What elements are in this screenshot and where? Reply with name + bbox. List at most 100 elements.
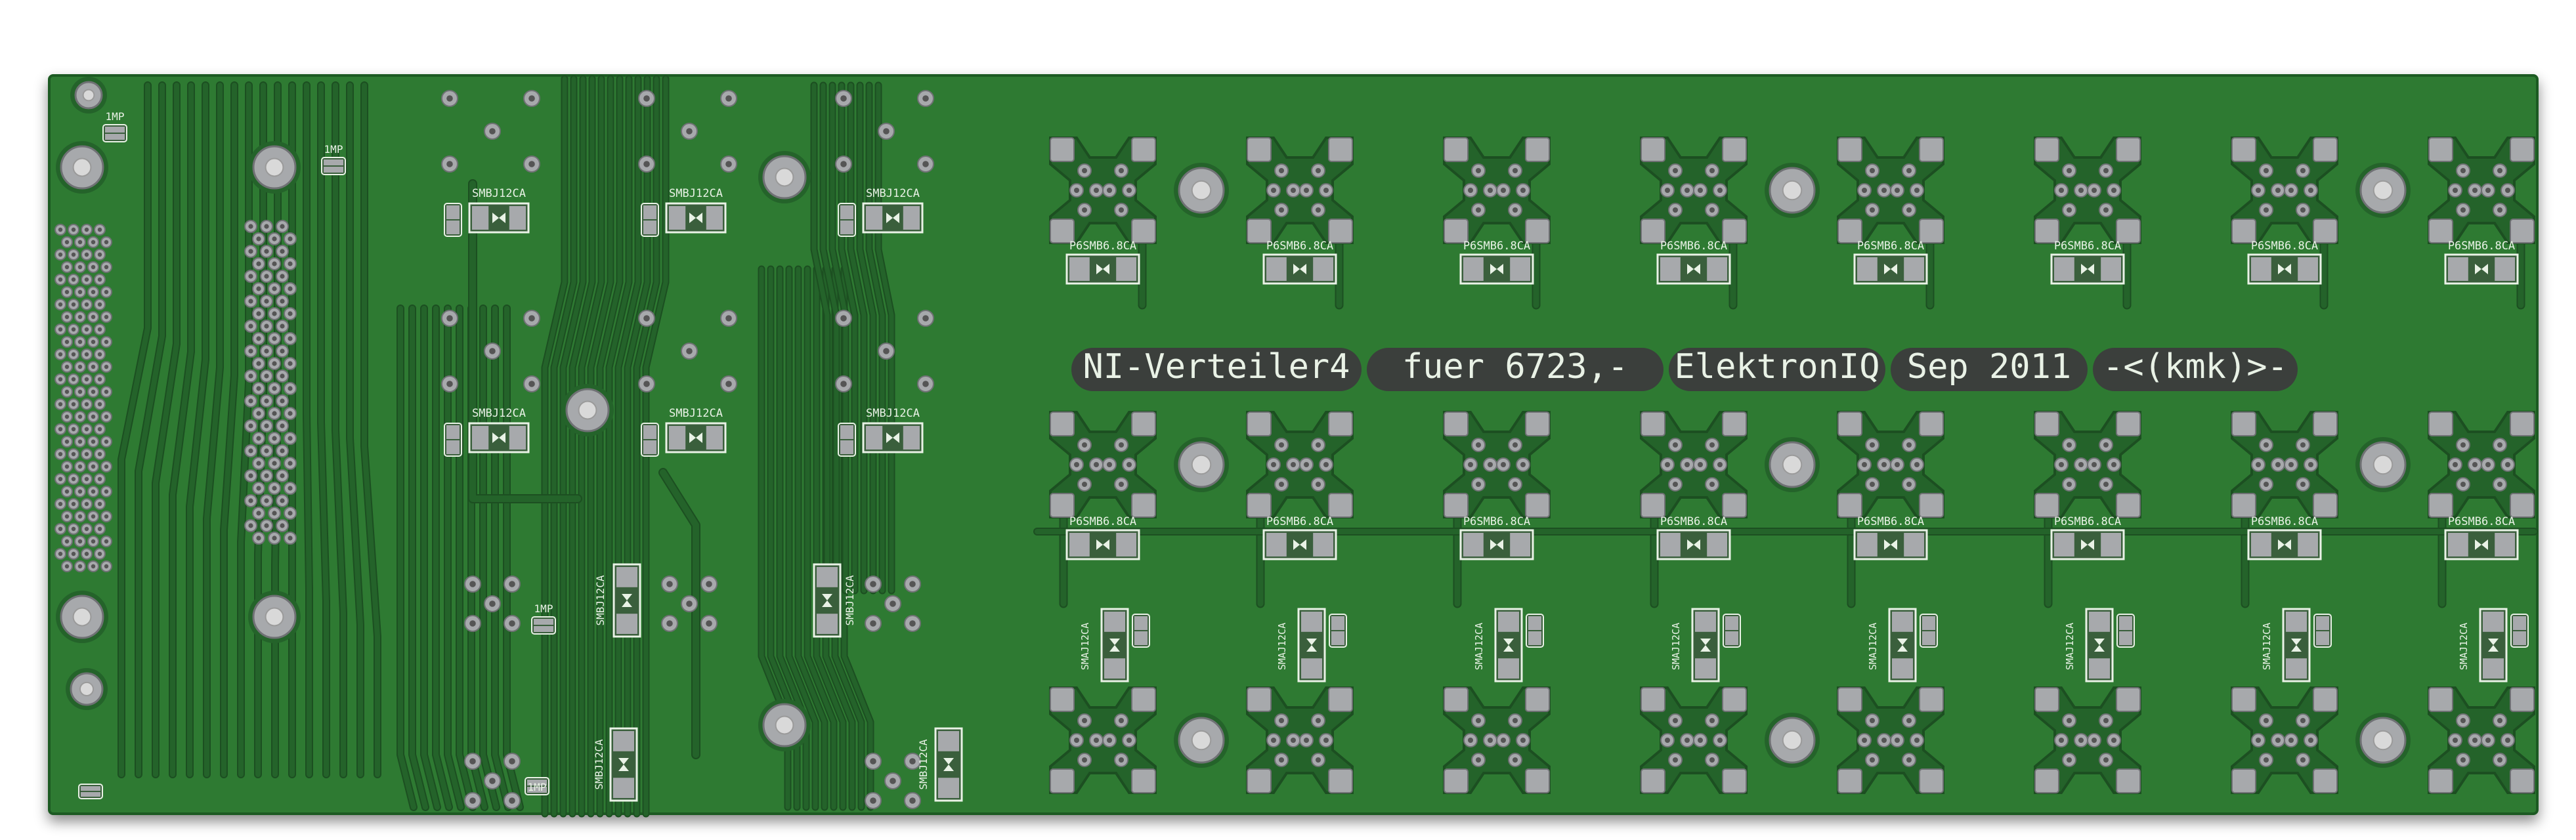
tvs-pad <box>613 731 634 751</box>
via-drill <box>104 489 109 494</box>
silkscreen-text: 1MP <box>534 602 553 615</box>
banner-text-author: -<(kmk)>- <box>2103 347 2288 387</box>
x-pad-square <box>1131 411 1156 436</box>
x-pad-drill <box>1906 482 1912 487</box>
via-drill <box>248 448 253 453</box>
via-drill <box>104 389 109 394</box>
mount-hole <box>265 158 284 177</box>
mount-hole <box>1191 730 1212 751</box>
x-pad-drill <box>1709 718 1715 723</box>
mount-hole <box>82 89 95 102</box>
x-pad-cluster <box>2231 686 2338 794</box>
via-drill <box>288 386 293 391</box>
tvs-pad <box>1463 257 1484 281</box>
x-pad-drill <box>2497 168 2502 173</box>
x-pad-drill <box>2453 738 2458 743</box>
x-pad-drill <box>1304 738 1309 743</box>
x-pad-drill <box>1119 718 1124 723</box>
x-pad-square <box>1131 687 1156 712</box>
via-drill <box>706 581 712 587</box>
via-drill <box>288 261 293 266</box>
x-pad-square <box>1050 493 1075 518</box>
silkscreen-text: SMBJ12CA <box>594 575 607 625</box>
copper-trace <box>433 306 452 810</box>
banner-segment: Sep 2011 <box>1891 347 2088 391</box>
diode-symbol <box>943 758 954 771</box>
x-pad-drill <box>1468 738 1473 743</box>
via-drill <box>58 501 63 507</box>
x-pad-drill <box>1107 738 1112 743</box>
x-pad-drill <box>2264 442 2269 448</box>
x-pad-drill <box>2264 207 2269 213</box>
tvs-pad <box>1892 658 1913 679</box>
small-smd-pad <box>105 127 125 133</box>
diode-symbol <box>622 594 632 607</box>
x-pad-drill <box>1119 207 1124 213</box>
x-pad-drill <box>2092 188 2097 193</box>
via-drill <box>71 352 76 357</box>
x-pad-drill <box>1082 757 1087 763</box>
x-pad-drill <box>1513 442 1518 448</box>
x-pad-square <box>1919 219 1944 243</box>
via-drill <box>272 336 277 341</box>
x-pad-drill <box>2275 188 2281 193</box>
x-pad-drill <box>1665 738 1670 743</box>
via-drill <box>58 327 63 332</box>
x-pad-square <box>2116 687 2141 712</box>
via-drill <box>77 389 83 394</box>
x-pad-square <box>1050 219 1075 243</box>
via-drill <box>77 240 83 245</box>
mount-hole <box>79 681 95 697</box>
x-pad-drill <box>1895 188 1900 193</box>
x-pad-square <box>2116 219 2141 243</box>
x-pad-square <box>1050 768 1075 793</box>
via-drill <box>97 252 102 257</box>
via-drill <box>97 227 102 232</box>
x-pad-drill <box>2453 188 2458 193</box>
via-drill <box>469 620 476 627</box>
via-drill <box>64 264 70 270</box>
x-pad-square <box>2034 137 2059 162</box>
via-drill <box>91 564 96 569</box>
via-drill <box>256 311 261 316</box>
x-pad-drill <box>1082 482 1087 487</box>
x-pad-drill <box>2485 462 2491 467</box>
x-pad-drill <box>2505 738 2510 743</box>
via-drill <box>643 95 650 102</box>
diode-symbol <box>689 213 702 223</box>
via-drill <box>84 227 89 232</box>
x-pad-drill <box>1082 207 1087 213</box>
via-drill <box>84 302 89 307</box>
silkscreen-text: P6SMB6.8CA <box>2448 240 2515 253</box>
tvs-pad <box>669 206 686 230</box>
via-drill <box>64 240 70 245</box>
x-pad-drill <box>1501 188 1506 193</box>
via-drill <box>666 620 673 627</box>
via-drill <box>288 511 293 516</box>
small-smd-pad <box>105 134 125 140</box>
via-drill <box>91 364 96 369</box>
x-pad-drill <box>1870 718 1875 723</box>
x-pad-square <box>1837 411 1862 436</box>
tvs-pad <box>616 567 637 587</box>
x-pad-drill <box>2256 188 2261 193</box>
x-pad-square <box>1722 768 1747 793</box>
copper-trace <box>542 76 567 816</box>
x-pad-square <box>1722 687 1747 712</box>
x-pad-square <box>2116 493 2141 518</box>
via-drill <box>272 411 277 416</box>
via-drill <box>264 523 269 528</box>
via-drill <box>248 348 253 354</box>
x-pad-square <box>1444 219 1469 243</box>
x-pad-drill <box>1717 462 1723 467</box>
x-pad-drill <box>2460 442 2466 448</box>
x-pad-square <box>2116 411 2141 436</box>
via-drill <box>71 227 76 232</box>
x-pad-drill <box>1906 168 1912 173</box>
x-pad-drill <box>1862 462 1867 467</box>
tvs-pad <box>1498 658 1519 679</box>
mount-hole <box>775 715 794 735</box>
x-pad-drill <box>1468 188 1473 193</box>
mount-hole <box>2372 180 2394 201</box>
via-drill <box>883 348 890 354</box>
